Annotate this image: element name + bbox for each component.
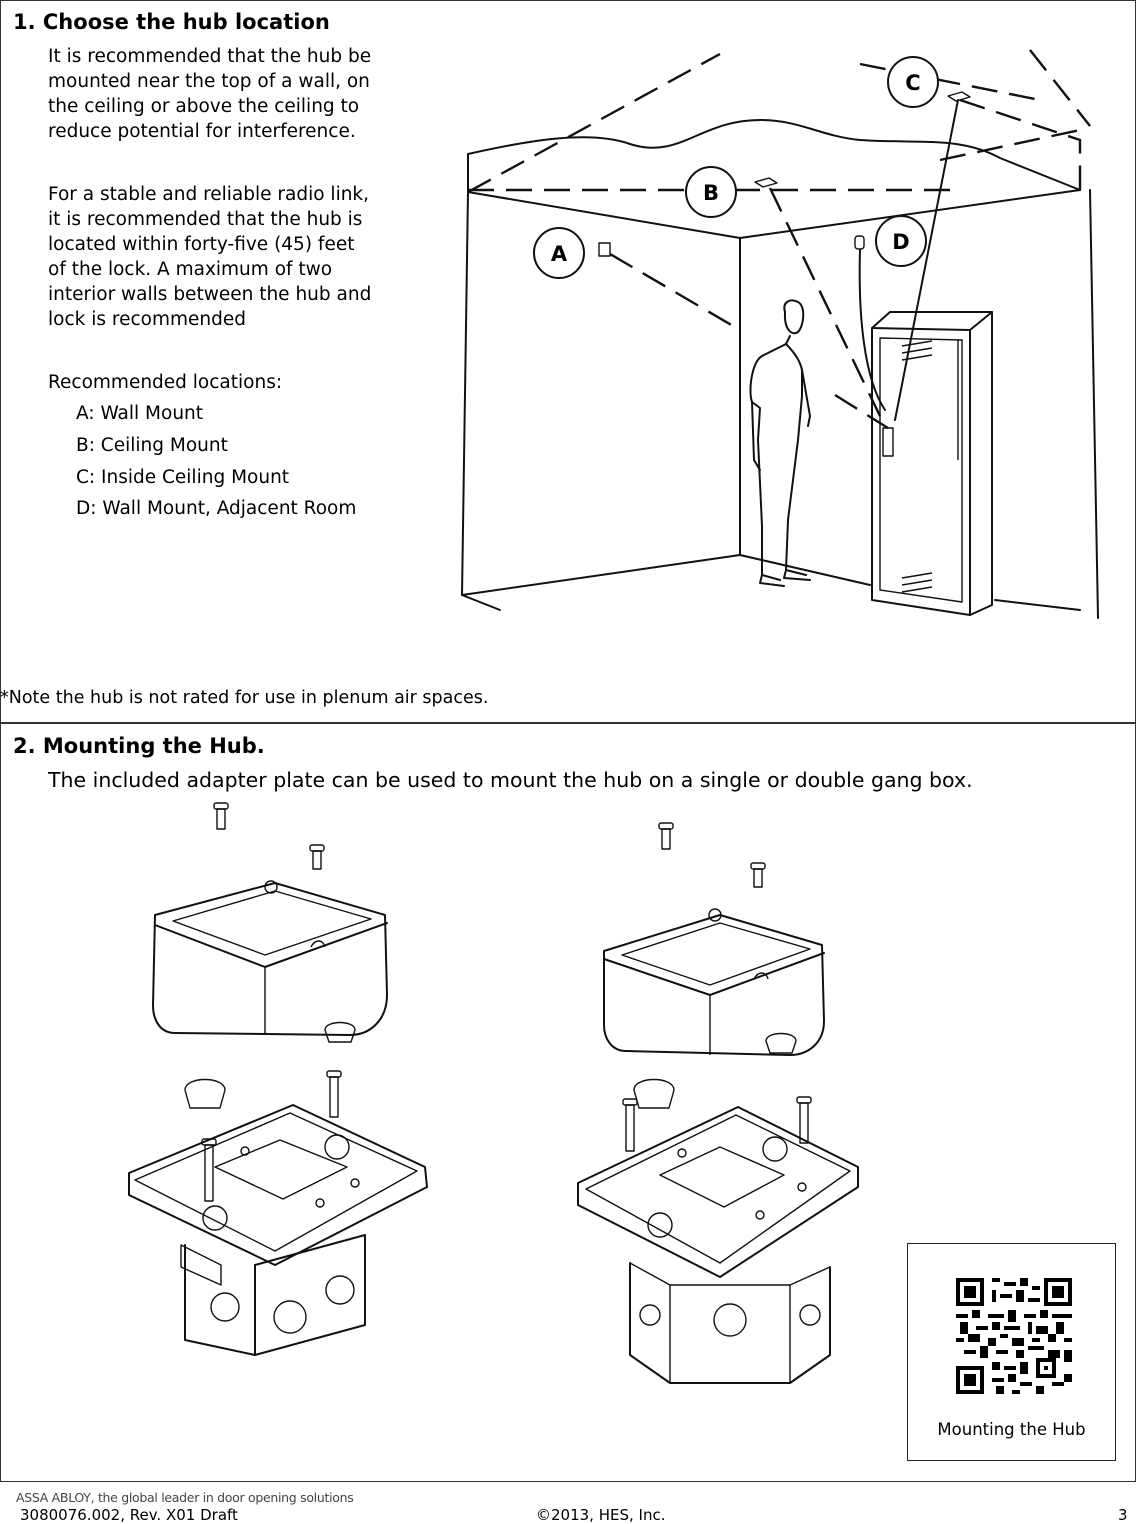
para2-line: of the lock. A maximum of two [48, 259, 333, 280]
svg-text:B: B [703, 181, 719, 205]
svg-text:D: D [892, 230, 909, 254]
para2-line: it is recommended that the hub is [48, 209, 363, 230]
location-c: C: Inside Ceiling Mount [76, 467, 290, 488]
location-d: D: Wall Mount, Adjacent Room [76, 498, 357, 519]
para2-line: For a stable and reliable radio link, [48, 184, 370, 205]
callout-d: D [875, 215, 927, 267]
callout-a: A [533, 227, 585, 279]
svg-text:A: A [551, 242, 568, 266]
footer-doc-number: 3080076.002, Rev. X01 Draft [20, 1506, 238, 1524]
locker [871, 311, 993, 616]
callout-c: C [887, 56, 939, 108]
recommendation-paragraph-2: For a stable and reliable radio link, it… [48, 182, 371, 332]
location-b: B: Ceiling Mount [76, 435, 228, 456]
hub-device-c [947, 91, 971, 102]
octagon-box-assembly-illustration [577, 822, 859, 1384]
recommendation-paragraph-1: It is recommended that the hub be mounte… [48, 44, 371, 144]
section2-body: The included adapter plate can be used t… [48, 768, 973, 792]
callout-b: B [685, 166, 737, 218]
person-figure [749, 299, 811, 587]
plenum-note: *Note the hub is not rated for use in pl… [0, 688, 489, 708]
location-a: A: Wall Mount [76, 403, 204, 424]
footer-tagline: ASSA ABLOY, the global leader in door op… [16, 1490, 354, 1505]
section2-heading: 2. Mounting the Hub. [13, 734, 265, 758]
room-illustration: A B C D [461, 49, 1099, 619]
para2-line: lock is recommended [48, 309, 246, 330]
para2-line: interior walls between the hub and [48, 284, 372, 305]
lock [882, 427, 894, 457]
para1-line: mounted near the top of a wall, on [48, 71, 370, 92]
qr-caption: Mounting the Hub [937, 1420, 1086, 1439]
para2-line: located within forty-five (45) feet [48, 234, 355, 255]
footer-copyright: ©2013, HES, Inc. [536, 1506, 666, 1524]
svg-text:C: C [905, 71, 920, 95]
para1-line: It is recommended that the hub be [48, 46, 372, 67]
para1-line: reduce potential for interference. [48, 121, 356, 142]
single-gang-assembly-illustration [128, 802, 428, 1356]
para1-line: the ceiling or above the ceiling to [48, 96, 360, 117]
section1-heading: 1. Choose the hub location [13, 10, 330, 34]
hub-device-b [754, 177, 778, 188]
locations-title: Recommended locations: [48, 372, 283, 393]
qr-code-icon[interactable] [956, 1278, 1072, 1394]
hub-device-a [598, 242, 611, 257]
footer-page-number: 3 [1118, 1506, 1128, 1524]
hub-device-d [854, 235, 865, 250]
qr-code-panel: Mounting the Hub [907, 1243, 1116, 1461]
